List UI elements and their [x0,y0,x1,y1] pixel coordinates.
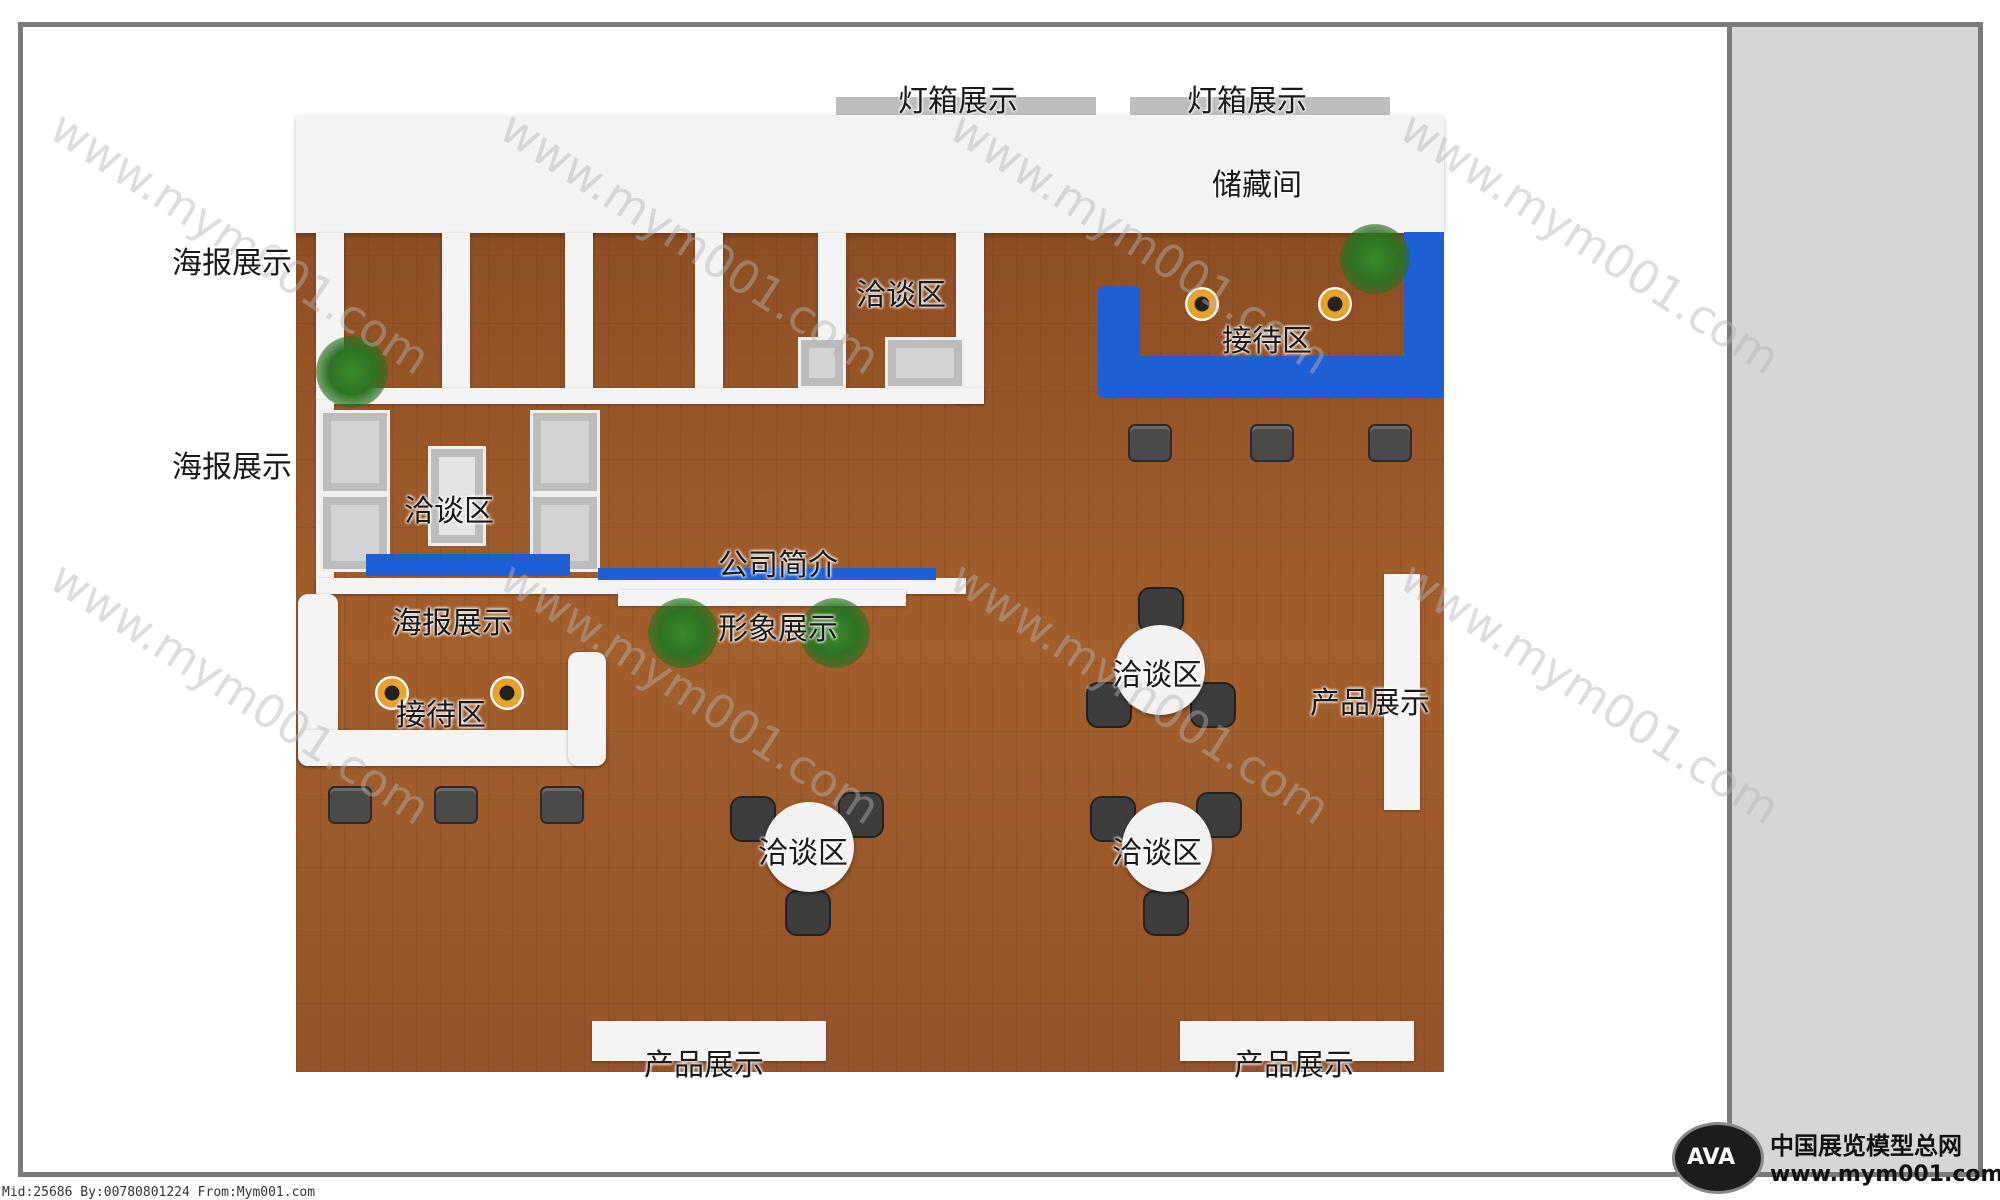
label-company-intro: 公司简介 [718,548,838,583]
bar-stool [1368,424,1412,462]
label-product-bottom-right: 产品展示 [1234,1048,1354,1083]
label-lightbox-2: 灯箱展示 [1187,84,1307,119]
label-poster-2: 海报展示 [172,450,292,485]
sofa [885,337,965,389]
label-negotiation-bottom-left: 洽谈区 [758,836,848,871]
brand-logo-text: AVA [1687,1145,1736,1170]
product-display-counter [1180,1021,1414,1061]
chair [730,796,776,842]
reception-desk-blue [1098,356,1444,398]
label-negotiation-top: 洽谈区 [856,278,946,313]
label-product-right: 产品展示 [1310,686,1430,721]
poster-wall [442,233,470,393]
label-negotiation-mid-right: 洽谈区 [1112,658,1202,693]
plant [648,598,718,668]
plant [800,598,870,668]
sofa [530,410,600,494]
bar-stool [1250,424,1294,462]
reception-desk-blue [1404,232,1444,398]
chair [1086,682,1132,728]
label-negotiation-bottom-right: 洽谈区 [1112,836,1202,871]
label-storage: 储藏间 [1212,168,1302,203]
plant [316,336,388,408]
label-poster-1: 海报展示 [172,246,292,281]
brand-url: www.mym001.com [1770,1162,2000,1187]
footer-info: Mid:25686 By:00780801224 From:Mym001.com [2,1185,316,1200]
poster-wall [695,233,723,393]
person [490,676,524,710]
coffee-table [428,446,486,546]
bar-stool [540,786,584,824]
label-poster-3: 海报展示 [392,606,512,641]
round-table [1115,625,1205,715]
person [1318,287,1352,321]
reception-desk [568,652,606,766]
round-table [1122,802,1212,892]
sofa [798,337,846,389]
bar-stool [328,786,372,824]
bar-stool [1128,424,1172,462]
label-reception-left: 接待区 [396,698,486,733]
label-reception-top: 接待区 [1222,324,1312,359]
lightbox-panel-2 [1130,97,1390,115]
partition-wall [316,388,984,404]
product-display-wall [1384,574,1420,810]
sofa [320,410,390,494]
storage-room [296,115,1444,233]
lightbox-panel-1 [836,97,1096,115]
poster-wall [565,233,593,393]
chair [1143,890,1189,936]
reception-desk [298,730,606,766]
label-image-display: 形象展示 [718,612,838,647]
plant [1340,224,1410,294]
round-table [764,802,854,892]
chair [785,890,831,936]
label-negotiation-left: 洽谈区 [404,494,494,529]
side-panel [1727,22,1983,1177]
label-lightbox-1: 灯箱展示 [898,84,1018,119]
person [1185,287,1219,321]
brand-logo: AVA [1672,1122,1764,1194]
product-display-counter [592,1021,826,1061]
brand-name: 中国展览模型总网 [1770,1132,1962,1160]
bar-stool [434,786,478,824]
blue-counter [366,554,570,576]
person [375,676,409,710]
blue-counter [598,568,936,580]
label-product-bottom-left: 产品展示 [644,1048,764,1083]
